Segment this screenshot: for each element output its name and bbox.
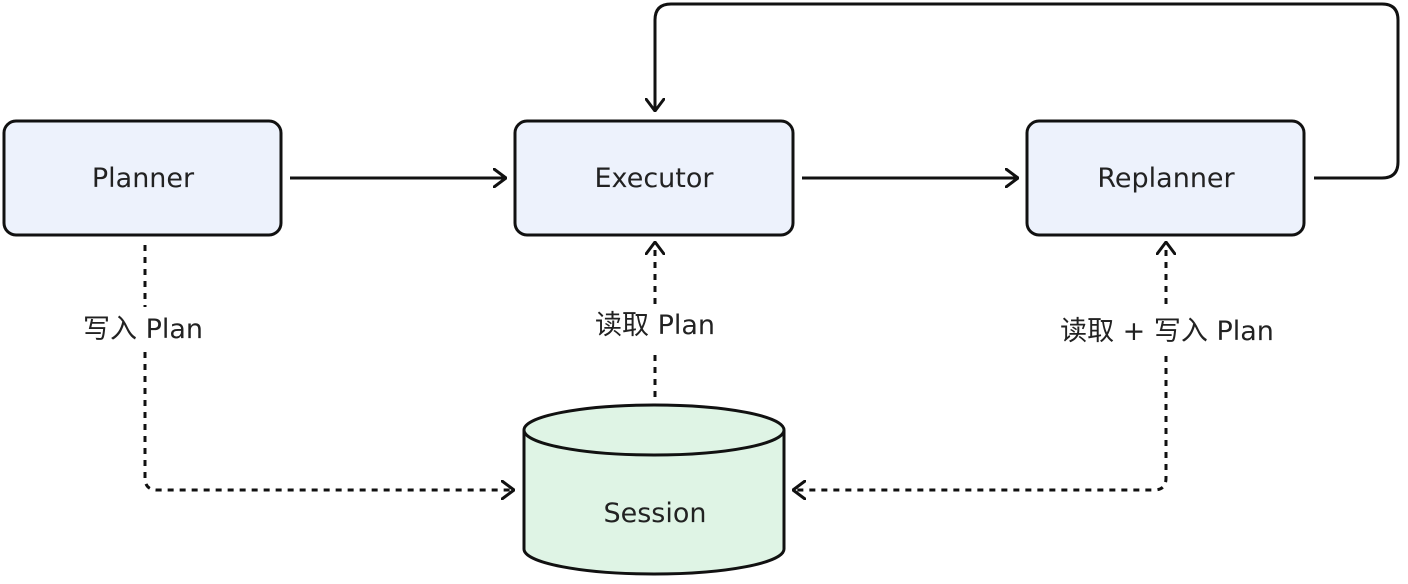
planner-label: Planner <box>92 163 195 194</box>
planner-node: Planner <box>2 119 283 237</box>
session-cylinder-top <box>522 403 786 457</box>
replanner-node: Replanner <box>1025 119 1306 237</box>
replanner-box <box>1025 119 1306 237</box>
session-label: Session <box>603 498 706 529</box>
replanner-label: Replanner <box>1097 163 1235 194</box>
replanner-session-arrow-lower <box>793 356 1168 490</box>
executor-box <box>513 119 795 237</box>
executor-label: Executor <box>595 163 715 194</box>
write-plan-label: 写入 Plan <box>83 314 203 345</box>
planner-box <box>2 119 283 237</box>
planner-to-session-arrow-lower <box>143 352 514 490</box>
session-database: Session <box>522 403 786 576</box>
executor-node: Executor <box>513 119 795 237</box>
replanner-to-executor-loop-arrow <box>655 2 1400 180</box>
read-plan-label: 读取 Plan <box>595 310 715 341</box>
read-write-plan-label: 读取 + 写入 Plan <box>1060 316 1274 347</box>
session-cylinder-body <box>522 430 786 576</box>
